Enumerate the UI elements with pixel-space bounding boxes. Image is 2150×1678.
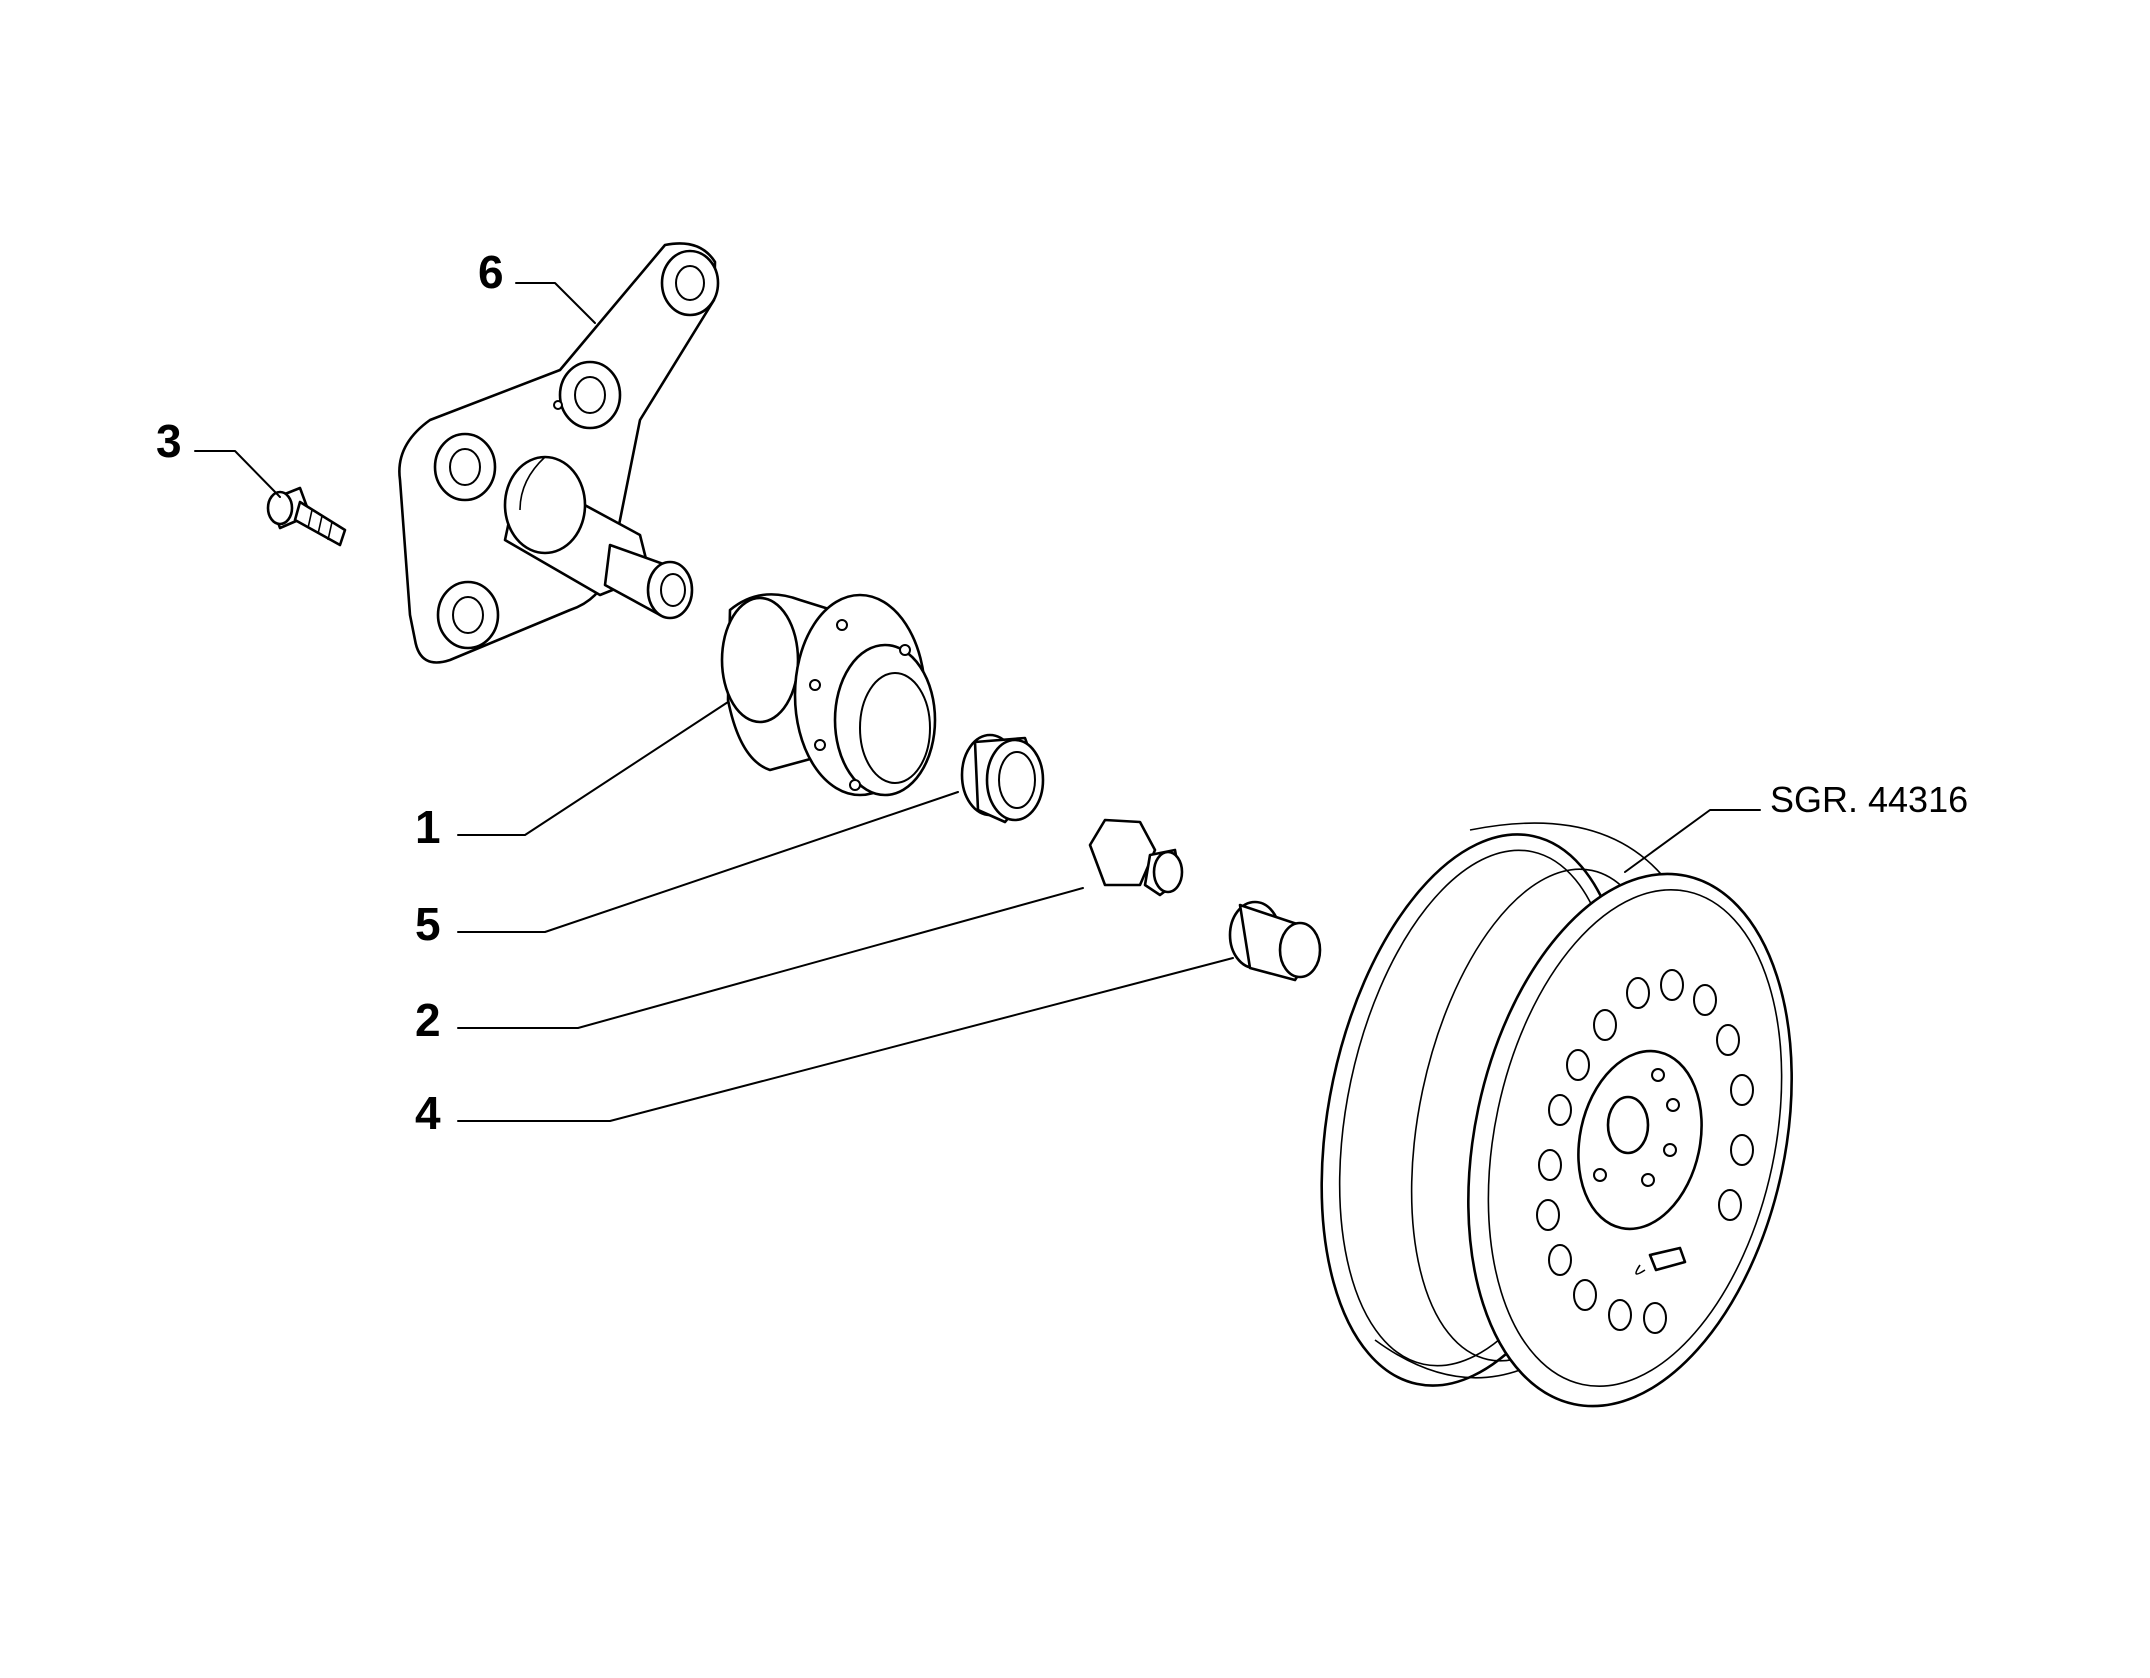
wheel-rim [1320,822,1793,1408]
leader-5 [457,791,959,933]
leader-6 [515,282,596,324]
leader-2 [457,887,1084,1029]
callout-label-2: 2 [415,994,441,1046]
callout-label-4: 4 [415,1087,441,1139]
leader-sgr [1624,809,1761,873]
callout-label-1: 1 [415,801,441,853]
bolt [266,486,347,547]
drawing-code: SGR. 44316 [1770,779,1968,820]
bearing-ring [960,733,1045,824]
callout-label-5: 5 [415,898,441,950]
stub-axle-carrier [398,242,720,664]
callout-label-6: 6 [478,246,504,298]
leader-1 [457,701,729,836]
wheel-hub [720,593,937,797]
callout-label-3: 3 [156,415,182,467]
leader-3 [194,450,281,498]
leader-4 [457,957,1234,1122]
hub-cap [1228,900,1322,982]
hub-nut [1088,818,1184,897]
leader-lines [194,282,1761,1122]
